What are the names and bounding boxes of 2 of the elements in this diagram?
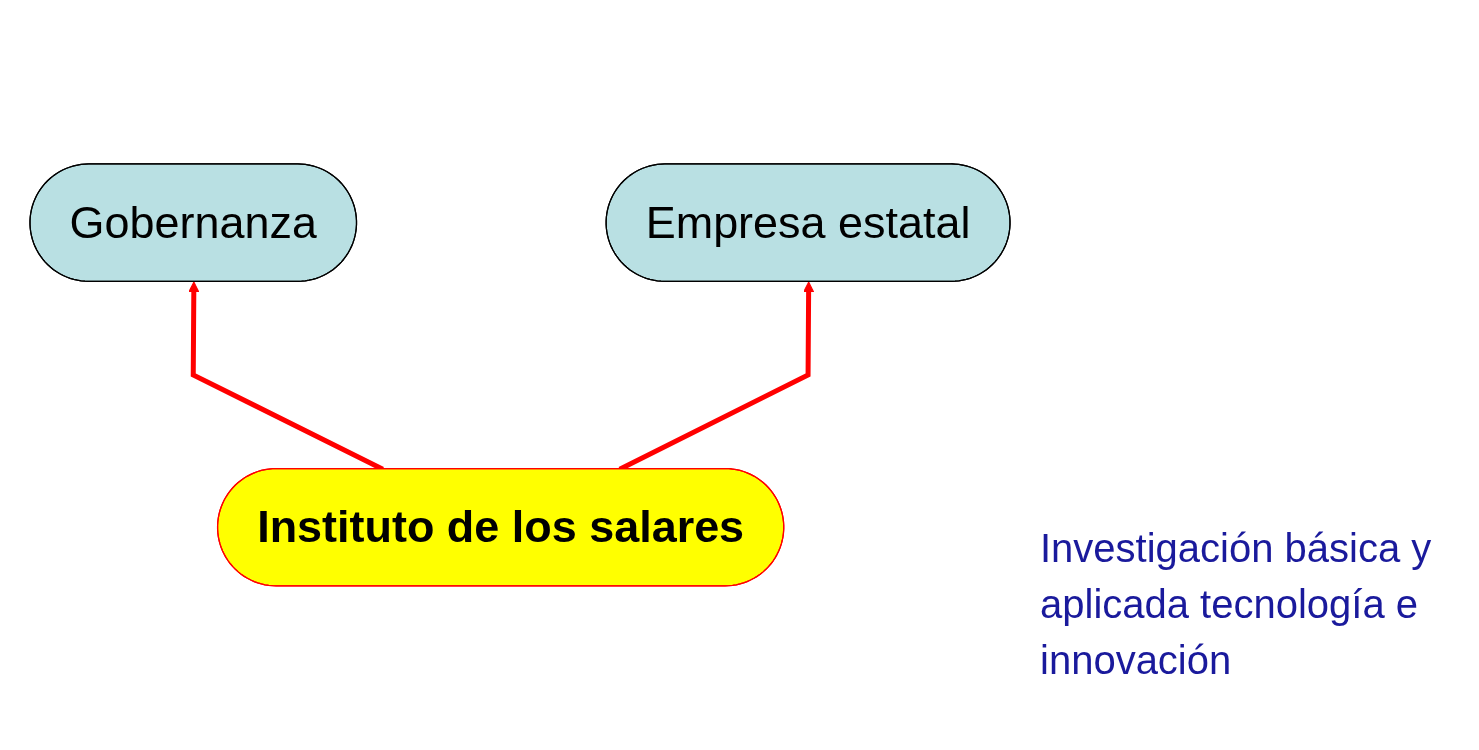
note-text: Investigación básica y aplicada tecnología e innovación [1040, 525, 1433, 684]
flowchart: Gobernanza Empresa estatal Instituto de los salares [20, 154, 1020, 596]
